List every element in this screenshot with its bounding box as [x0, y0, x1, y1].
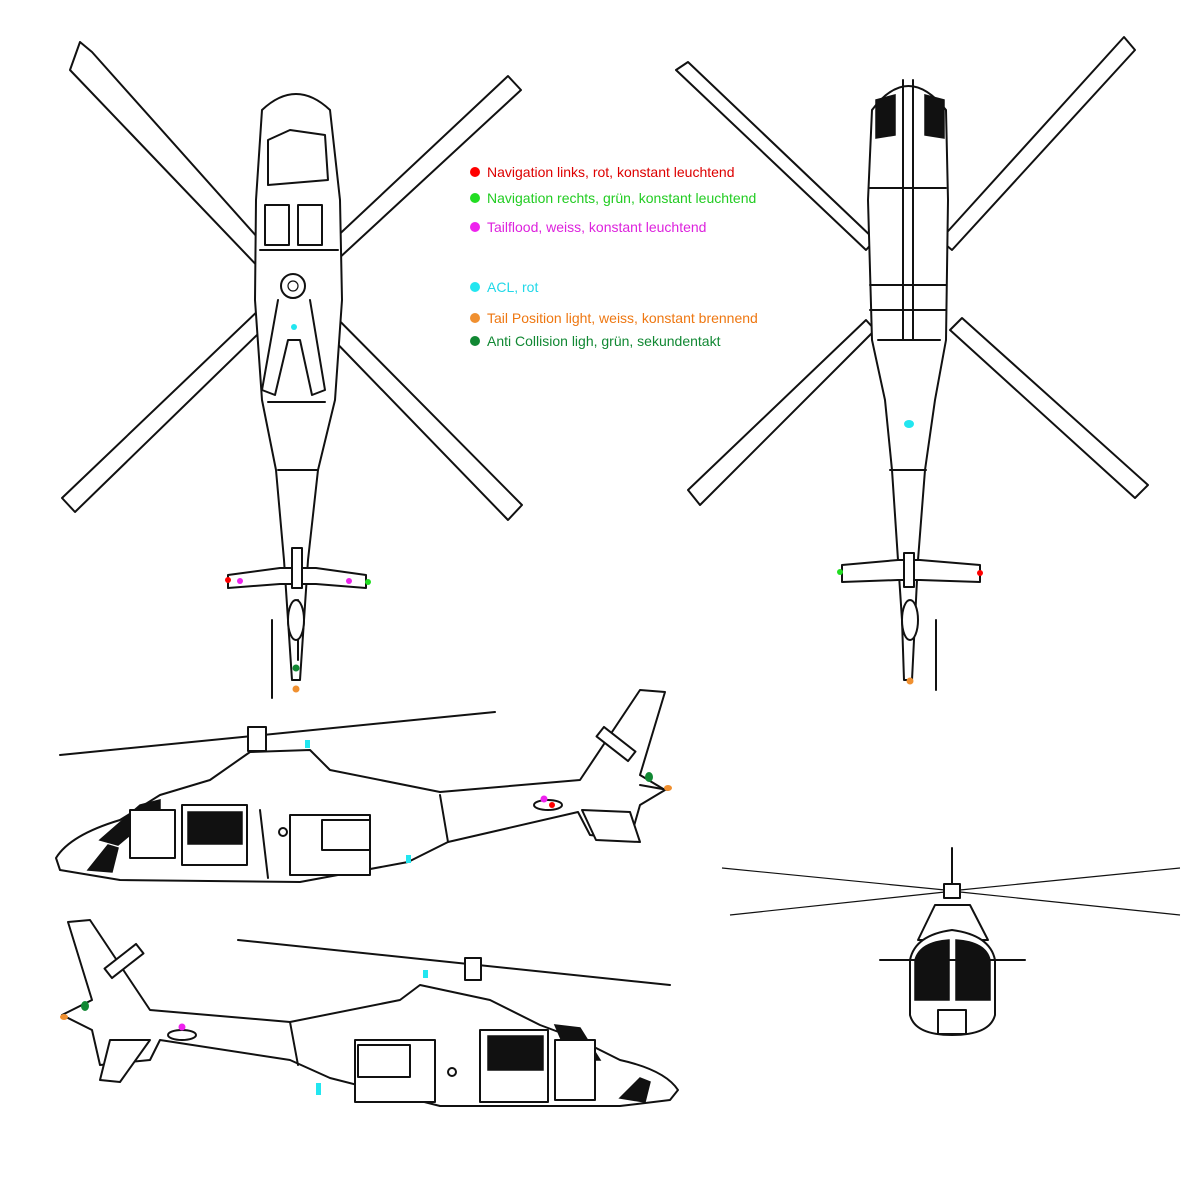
- rotor-front-left-upper: [721, 867, 946, 891]
- legend-item-tailflood: Tailflood, weiss, konstant leuchtend: [470, 219, 706, 235]
- acl-light: [291, 324, 297, 330]
- tail-position-light: [906, 677, 914, 685]
- legend: Navigation links, rot, konstant leuchten…: [470, 160, 830, 360]
- tailflood-light: [178, 1023, 186, 1031]
- tail-position-light: [292, 685, 300, 693]
- legend-item-nav-left: Navigation links, rot, konstant leuchten…: [470, 164, 734, 180]
- fuselage-top-right: [867, 85, 949, 681]
- legend-dot-green-icon: [470, 193, 480, 203]
- tailflood-light: [540, 795, 548, 803]
- anti-collision-light: [81, 1001, 89, 1011]
- acl-light: [316, 1083, 321, 1095]
- top-view-left: [61, 41, 523, 699]
- side-view-lower: [61, 919, 679, 1107]
- legend-dot-magenta-icon: [470, 222, 480, 232]
- acl-light: [305, 740, 310, 748]
- legend-label: Anti Collision ligh, grün, sekundentakt: [487, 333, 721, 349]
- top-view-right: [675, 36, 1149, 691]
- acl-light: [904, 420, 914, 428]
- nav-left-light: [225, 577, 231, 583]
- side-view-upper: [55, 689, 669, 883]
- legend-dot-dark-green-icon: [470, 336, 480, 346]
- legend-item-nav-right: Navigation rechts, grün, konstant leucht…: [470, 190, 756, 206]
- legend-label: Tailflood, weiss, konstant leuchtend: [487, 219, 707, 235]
- legend-item-acl: ACL, rot: [470, 279, 538, 295]
- anti-collision-light: [645, 772, 653, 782]
- legend-label: ACL, rot: [487, 279, 539, 295]
- nav-left-light: [977, 570, 983, 576]
- nav-right-light: [365, 579, 371, 585]
- anti-collision-light: [292, 664, 300, 672]
- tail-position-light: [664, 785, 672, 791]
- tailflood-light: [237, 578, 243, 584]
- legend-dot-cyan-icon: [470, 282, 480, 292]
- legend-label: Navigation links, rot, konstant leuchten…: [487, 164, 735, 180]
- nav-right-light: [837, 569, 843, 575]
- nav-left-light: [549, 802, 555, 808]
- tailflood-light: [346, 578, 352, 584]
- legend-label: Navigation rechts, grün, konstant leucht…: [487, 190, 757, 206]
- main-rotor-upper: [59, 711, 496, 756]
- main-rotor-lower: [237, 939, 671, 986]
- tail-position-light: [60, 1014, 68, 1020]
- light-markers: [60, 324, 983, 1095]
- front-view: [721, 847, 1181, 1036]
- legend-dot-orange-icon: [470, 313, 480, 323]
- rotor-blades-top-left: [61, 41, 523, 521]
- legend-item-tail-position: Tail Position light, weiss, konstant bre…: [470, 310, 758, 326]
- acl-light: [423, 970, 428, 978]
- legend-item-anti-collision: Anti Collision ligh, grün, sekundentakt: [470, 333, 720, 349]
- legend-dot-red-icon: [470, 167, 480, 177]
- acl-light: [406, 855, 411, 863]
- legend-label: Tail Position light, weiss, konstant bre…: [487, 310, 758, 326]
